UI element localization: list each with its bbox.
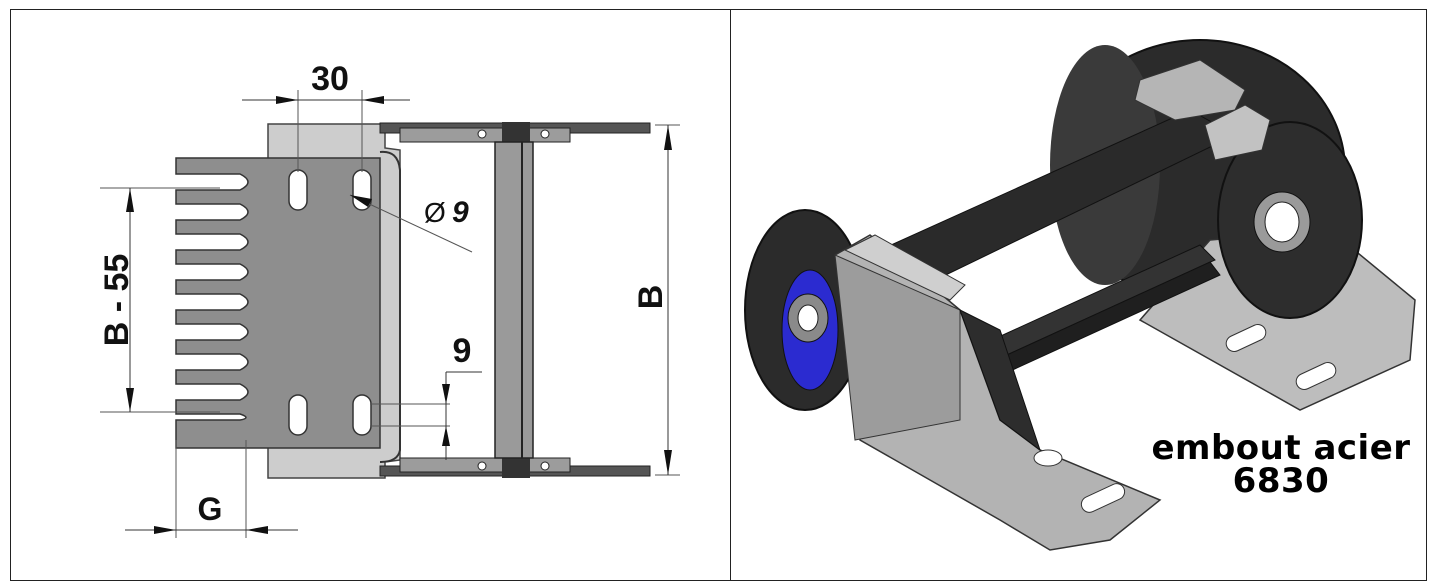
- arrow-head: [350, 195, 372, 207]
- slot-hole: [352, 394, 372, 436]
- diameter-value: 9: [452, 196, 469, 229]
- comb-plate: [175, 157, 381, 449]
- caption-line-2: 6830: [1232, 461, 1330, 501]
- pin: [540, 461, 550, 471]
- pin: [477, 461, 487, 471]
- plate-flange: [379, 150, 401, 463]
- arrow-head: [442, 426, 450, 446]
- dim-bottom-width: G: [198, 491, 223, 527]
- arrow-head: [362, 96, 384, 104]
- arrow-head: [246, 526, 268, 534]
- slot-hole: [288, 169, 308, 211]
- technical-drawing: 30 B - 55 B Ø 9 9 G: [98, 60, 680, 538]
- pin: [477, 129, 487, 139]
- dim-right-height: B: [632, 285, 670, 310]
- dim-left-height: B - 55: [98, 254, 136, 347]
- arrow-head: [154, 526, 176, 534]
- bottom-clip: [502, 456, 530, 478]
- diameter-symbol: Ø: [424, 197, 446, 228]
- leader-line: [349, 194, 473, 253]
- dim-slot-gap: 9: [453, 332, 472, 370]
- arrow-head: [126, 188, 134, 212]
- top-clip: [502, 122, 530, 144]
- caption-line-1: embout acier: [1151, 428, 1411, 468]
- arrow-head: [442, 384, 450, 404]
- arrow-head: [126, 388, 134, 412]
- render-caption: embout acier 6830: [1136, 428, 1426, 501]
- dim-top-width: 30: [311, 60, 349, 98]
- slot-hole: [288, 394, 308, 436]
- arrow-head: [276, 96, 298, 104]
- panel-divider: [730, 9, 731, 581]
- pin: [540, 129, 550, 139]
- crossbar: [494, 141, 534, 459]
- arrow-head: [664, 125, 672, 150]
- arrow-head: [664, 450, 672, 475]
